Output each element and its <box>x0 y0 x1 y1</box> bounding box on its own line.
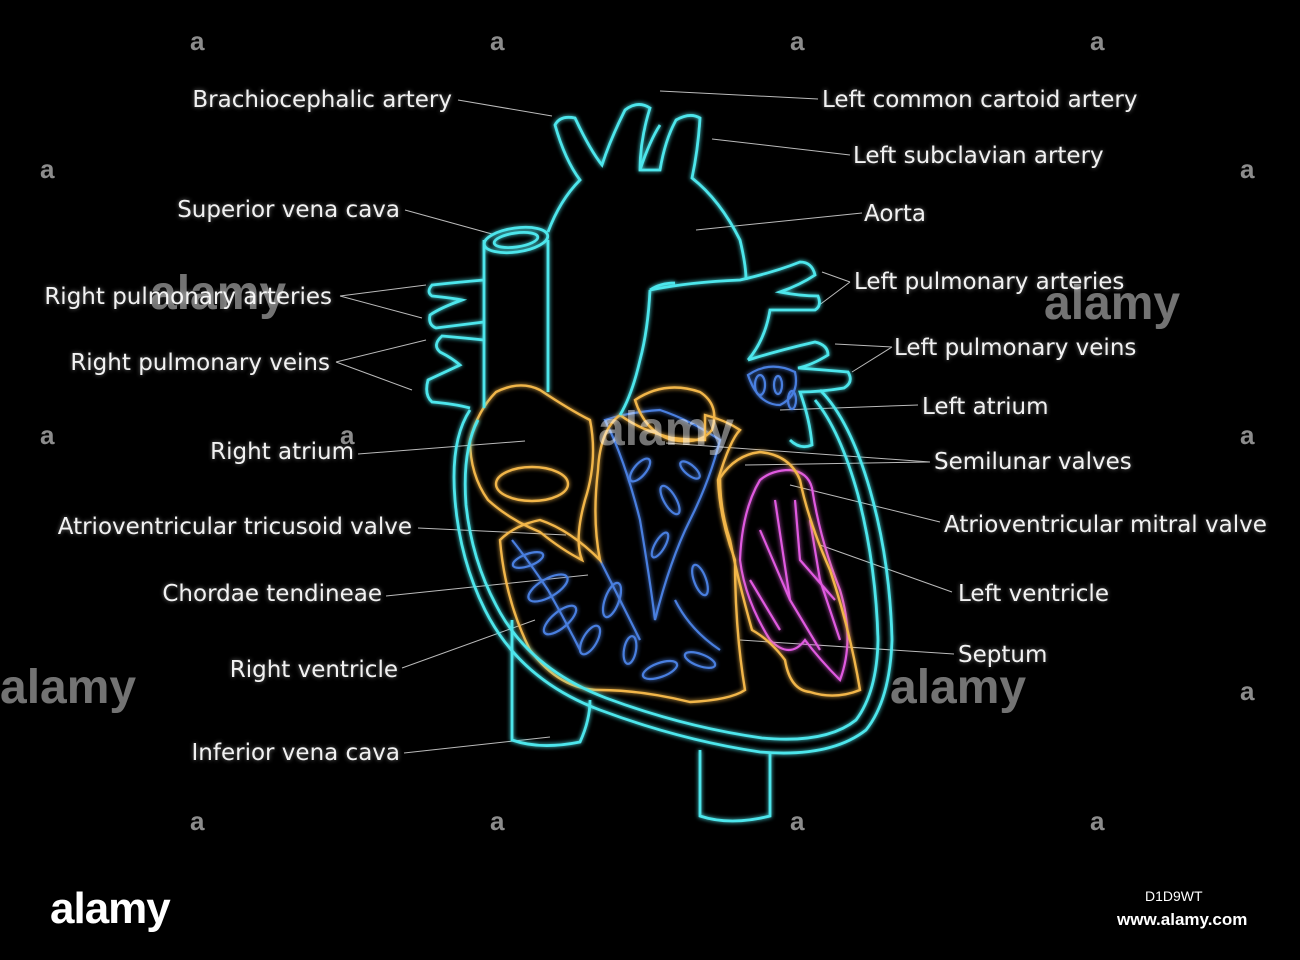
label-inferior-vena-cava: Inferior vena cava <box>130 739 400 767</box>
label-semilunar-valves: Semilunar valves <box>934 448 1132 476</box>
label-right-pulmonary-veins: Right pulmonary veins <box>20 349 330 377</box>
watermark-tile: a <box>340 420 354 451</box>
watermark-logo-faint: alamy <box>0 660 136 715</box>
left-atrium-veins <box>748 367 796 409</box>
watermark-tile: a <box>490 806 504 837</box>
watermark-tile: a <box>490 26 504 57</box>
aorta-outline <box>548 104 746 280</box>
label-right-atrium: Right atrium <box>100 438 354 466</box>
label-tricuspid-valve: Atrioventricular tricusoid valve <box>20 513 412 541</box>
label-left-subclavian-artery: Left subclavian artery <box>853 142 1104 170</box>
leader-right-ventricle <box>402 620 535 668</box>
watermark-tile: a <box>1240 676 1254 707</box>
leader-aorta <box>696 213 862 230</box>
image-id: D1D9WT <box>1145 888 1203 904</box>
watermark-logo-faint: alamy <box>890 660 1026 715</box>
superior-vena-cava <box>484 240 548 408</box>
leader-right-pulm-vein-2 <box>336 362 412 390</box>
label-left-ventricle: Left ventricle <box>958 580 1109 608</box>
leader-semilunar-2 <box>745 462 930 465</box>
watermark-tile: a <box>190 26 204 57</box>
label-left-common-carotid-artery: Left common cartoid artery <box>822 86 1137 114</box>
label-right-ventricle: Right ventricle <box>150 656 398 684</box>
watermark-tile: a <box>1240 154 1254 185</box>
watermark-url: www.alamy.com <box>1117 910 1247 930</box>
watermark-tile: a <box>40 420 54 451</box>
watermark-tile: a <box>1090 26 1104 57</box>
alamy-logo: alamy <box>50 884 170 934</box>
heart-outline <box>427 104 892 821</box>
watermark-tile: a <box>1240 420 1254 451</box>
watermark-tile: a <box>1090 806 1104 837</box>
svc-opening <box>483 224 550 257</box>
descending-aorta <box>700 750 770 821</box>
watermark-logo-faint: alamy <box>150 266 286 321</box>
watermark-logo-faint: alamy <box>1044 276 1180 331</box>
label-left-pulmonary-veins: Left pulmonary veins <box>894 334 1136 362</box>
label-brachiocephalic-artery: Brachiocephalic artery <box>150 86 452 114</box>
leader-right-pulm-vein-1 <box>336 340 426 362</box>
leader-brachiocephalic <box>458 100 552 116</box>
label-aorta: Aorta <box>864 200 926 228</box>
leader-left-pulm-vein-2 <box>852 347 892 372</box>
watermark-tile: a <box>40 154 54 185</box>
watermark-tile: a <box>790 806 804 837</box>
leader-left-pulm-vein-1 <box>835 344 892 347</box>
label-chordae-tendineae: Chordae tendineae <box>100 580 382 608</box>
leader-left-atrium <box>780 405 918 410</box>
leader-left-common-carotid <box>660 91 818 99</box>
label-mitral-valve: Atrioventricular mitral valve <box>944 511 1267 539</box>
leader-right-pulm-art-1 <box>340 285 426 296</box>
watermark-tile: a <box>190 806 204 837</box>
leader-superior-vena-cava <box>405 210 492 234</box>
leader-left-pulm-art-1 <box>822 272 850 282</box>
watermark-tile: a <box>790 26 804 57</box>
leader-left-subclavian <box>712 139 850 155</box>
leader-left-pulm-art-2 <box>818 282 850 306</box>
leader-right-pulm-art-2 <box>340 296 422 318</box>
watermark-logo-faint: alamy <box>598 402 734 457</box>
label-left-atrium: Left atrium <box>922 393 1049 421</box>
right-pulmonary-arteries <box>429 280 484 328</box>
right-pulmonary-veins <box>427 336 484 408</box>
label-superior-vena-cava: Superior vena cava <box>100 196 400 224</box>
leader-right-atrium <box>358 441 525 454</box>
tricuspid-ring <box>496 467 568 501</box>
